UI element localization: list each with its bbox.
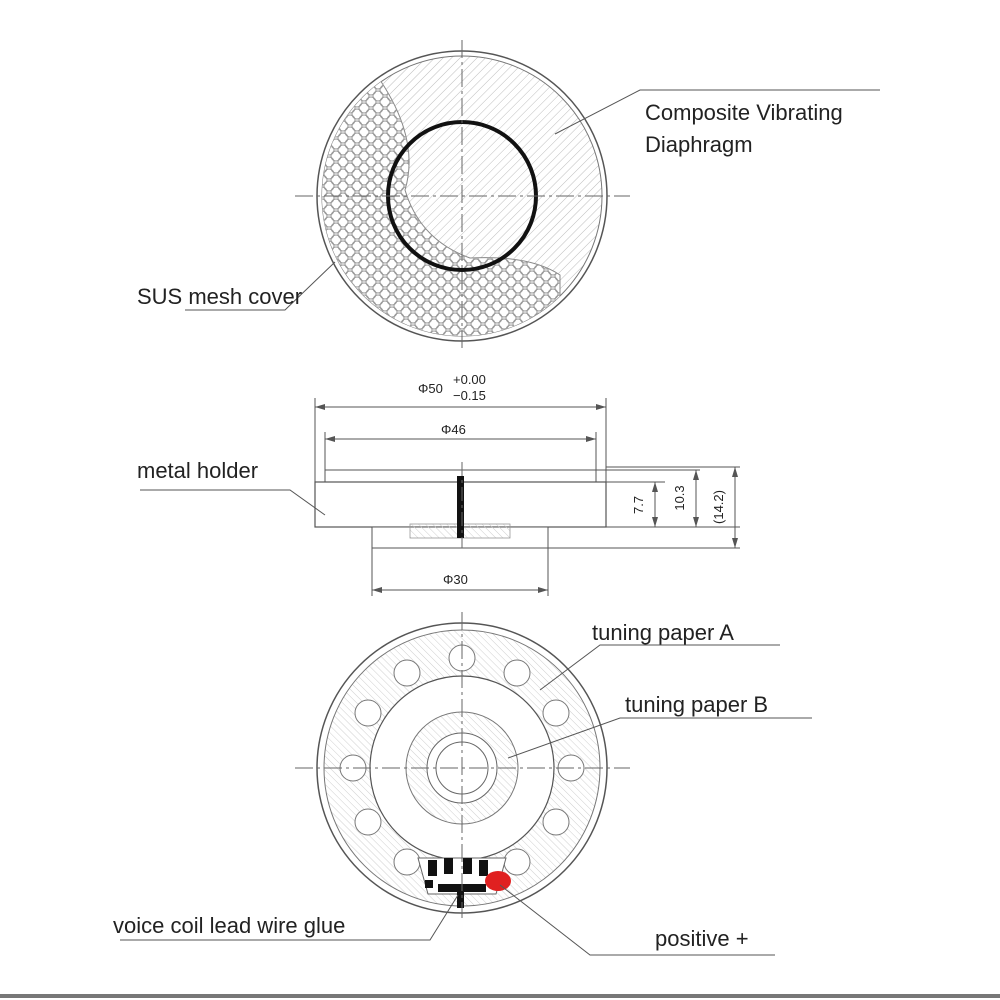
vent-hole — [503, 848, 531, 876]
vent-hole — [393, 659, 421, 687]
tuning-a-leader — [539, 644, 780, 691]
metal-holder-label: metal holder — [137, 458, 258, 483]
positive-leader — [499, 884, 775, 956]
dim-phi46: Φ46 — [441, 422, 466, 437]
vent-hole — [542, 699, 570, 727]
dim-phi50: Φ50 — [418, 381, 443, 396]
tuning-paper-b-label: tuning paper B — [625, 692, 768, 717]
mesh-hex-pattern — [322, 60, 560, 336]
mesh-cover-label: SUS mesh cover — [137, 284, 302, 309]
composite-leader — [554, 89, 880, 135]
side-view: Φ50 +0.00 −0.15 Φ46 7.7 10.3 ( — [137, 372, 740, 596]
dim-phi50-tol-plus: +0.00 — [453, 372, 486, 387]
dim-phi30: Φ30 — [443, 572, 468, 587]
vent-holes — [339, 644, 585, 876]
vent-hole — [503, 659, 531, 687]
vent-hole — [542, 808, 570, 836]
top-view: Composite Vibrating Diaphragm SUS mesh c… — [137, 40, 880, 350]
vent-hole — [354, 808, 382, 836]
composite-label-1: Composite Vibrating — [645, 100, 843, 125]
lead-glue-label: voice coil lead wire glue — [113, 913, 345, 938]
tuning-paper-a-label: tuning paper A — [592, 620, 734, 645]
positive-label: positive + — [655, 926, 749, 951]
lead-glue-leader — [120, 894, 459, 941]
vent-hole — [354, 699, 382, 727]
dim-height-14-2: (14.2) — [711, 490, 726, 524]
vent-hole — [393, 848, 421, 876]
lead-wire — [457, 476, 464, 538]
mesh-leader — [185, 261, 336, 311]
dim-height-10-3: 10.3 — [672, 485, 687, 510]
lead-glue-mark — [457, 886, 464, 908]
positive-dot — [485, 871, 511, 891]
dim-phi50-tol-minus: −0.15 — [453, 388, 486, 403]
bottom-view: tuning paper A tuning paper B voice coil… — [113, 612, 812, 956]
holder-leader — [140, 489, 326, 516]
composite-label-2: Diaphragm — [645, 132, 753, 157]
tuning-b-leader — [507, 717, 812, 759]
dim-height-7-7: 7.7 — [631, 496, 646, 514]
